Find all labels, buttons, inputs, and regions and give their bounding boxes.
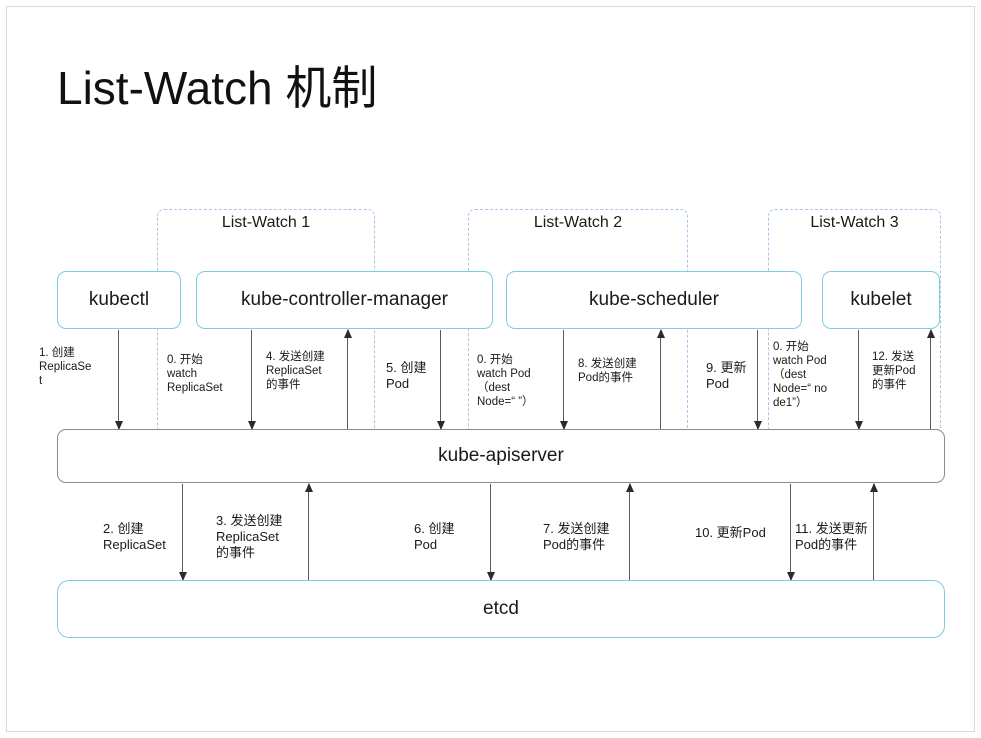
arrow-step-10 — [786, 484, 795, 581]
arrow-label-step-10: 10. 更新Pod — [695, 525, 766, 540]
component-kube-apiserver[interactable]: kube-apiserver — [57, 429, 945, 483]
arrow-step-0b — [559, 330, 568, 430]
component-kubectl-label: kubectl — [88, 289, 150, 310]
arrow-step-0c — [854, 330, 863, 430]
component-kube-controller-manager[interactable]: kube-controller-manager — [196, 271, 493, 329]
arrow-label-step-12: 12. 发送 更新Pod 的事件 — [872, 351, 916, 391]
arrow-label-step-1: 1. 创建 ReplicaSe t — [39, 347, 92, 387]
component-kube-controller-manager-label: kube-controller-manager — [241, 289, 448, 310]
component-kube-scheduler-label: kube-scheduler — [589, 289, 719, 310]
component-kubelet-label: kubelet — [850, 289, 912, 310]
arrow-step-4 — [343, 329, 352, 429]
arrow-label-step-2: 2. 创建 ReplicaSet — [103, 521, 166, 552]
arrow-step-7 — [625, 483, 634, 580]
arrow-label-step-4: 4. 发送创建 ReplicaSet 的事件 — [266, 351, 325, 391]
slide-frame — [6, 6, 975, 732]
arrow-step-3 — [304, 483, 313, 580]
group-label-list-watch-2: List-Watch 2 — [533, 214, 623, 231]
arrow-step-11 — [869, 483, 878, 580]
arrow-step-1 — [114, 330, 123, 430]
arrow-label-step-6: 6. 创建 Pod — [414, 521, 455, 552]
arrow-label-step-5: 5. 创建 Pod — [386, 360, 427, 391]
arrow-label-step-11: 11. 发送更新 Pod的事件 — [795, 521, 868, 552]
arrow-label-step-3: 3. 发送创建 ReplicaSet 的事件 — [216, 513, 283, 560]
arrow-step-12 — [926, 329, 935, 429]
arrow-step-5 — [436, 330, 445, 430]
arrow-label-step-0c: 0. 开始 watch Pod （dest Node=“ no de1”） — [773, 341, 828, 409]
arrow-step-8 — [656, 329, 665, 429]
arrow-label-step-0b: 0. 开始 watch Pod （dest Node=“ ”） — [477, 354, 534, 408]
arrow-step-2 — [178, 484, 187, 581]
component-kube-scheduler[interactable]: kube-scheduler — [506, 271, 802, 329]
component-etcd-label: etcd — [483, 598, 519, 619]
component-kubelet[interactable]: kubelet — [822, 271, 940, 329]
arrow-step-6 — [486, 484, 495, 581]
arrow-label-step-8: 8. 发送创建 Pod的事件 — [578, 358, 637, 384]
arrow-step-9 — [753, 330, 762, 430]
arrow-label-step-0a: 0. 开始 watch ReplicaSet — [167, 354, 223, 394]
group-label-list-watch-3: List-Watch 3 — [810, 214, 899, 231]
arrow-label-step-7: 7. 发送创建 Pod的事件 — [543, 521, 610, 552]
component-kube-apiserver-label: kube-apiserver — [438, 445, 564, 466]
component-kubectl[interactable]: kubectl — [57, 271, 181, 329]
component-etcd[interactable]: etcd — [57, 580, 945, 638]
arrow-label-step-9: 9. 更新 Pod — [706, 360, 747, 391]
page-title: List-Watch 机制 — [57, 62, 378, 114]
arrow-step-0a — [247, 330, 256, 430]
group-label-list-watch-1: List-Watch 1 — [221, 214, 311, 231]
